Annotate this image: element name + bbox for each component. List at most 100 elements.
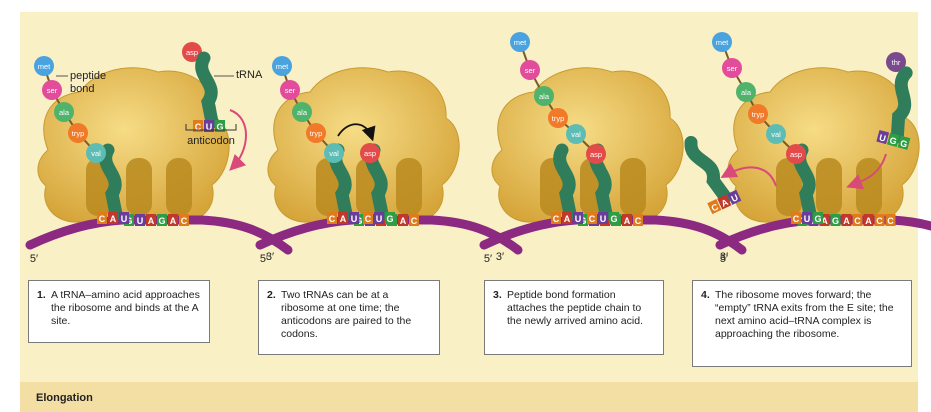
anticodon-base: [108, 212, 118, 224]
amino-acid-ala: [292, 102, 312, 122]
amino-acid-label: tryp: [552, 114, 565, 123]
p-site-trna: [99, 143, 123, 221]
anticodon-base: [897, 135, 911, 150]
amino-acid-ala: [534, 86, 554, 106]
ribosome-site-a: [166, 158, 192, 216]
five-prime-label: 5′: [30, 253, 38, 265]
amino-acid-ala: [736, 82, 756, 102]
anticodon-base-label: G: [888, 135, 897, 146]
anticodon-label: anticodon: [187, 135, 235, 147]
amino-acid-thr: [886, 52, 906, 72]
peptide-bond-label: bond: [70, 83, 94, 95]
amino-acid-label: asp: [590, 150, 602, 159]
amino-acid-asp: [586, 144, 606, 164]
trna-label: tRNA: [236, 69, 263, 81]
anticodon-base: [802, 212, 812, 224]
three-prime-label: 3′: [496, 251, 504, 263]
p-site-trna: [553, 143, 577, 221]
five-prime-label: 5′: [484, 253, 492, 265]
anticodon-bracket: [185, 124, 237, 131]
anticodon-base-label: C: [99, 214, 106, 224]
anticodon-base-label: A: [340, 214, 347, 224]
anticodon-base-label: U: [376, 214, 383, 224]
anticodon-base: [385, 212, 395, 224]
caption-number: 2.: [267, 289, 276, 301]
codon-base: [168, 214, 178, 226]
caption-text: A tRNA–amino acid approaches the ribosom…: [51, 289, 200, 327]
codon-base: [633, 214, 643, 226]
caption-text: Two tRNAs can be at a ribosome at one ti…: [281, 289, 412, 340]
amino-acid-label: ser: [727, 64, 738, 73]
peptide-bond-label: peptide: [70, 70, 106, 82]
codon-base: [135, 214, 145, 226]
codon-base: [398, 214, 408, 226]
codon-base: [157, 214, 167, 226]
codon-base-label: A: [148, 216, 155, 226]
amino-acid-label: met: [716, 38, 729, 47]
amino-acid-label: thr: [892, 58, 901, 67]
mrna-strand: [715, 215, 931, 250]
amino-acid-label: ala: [59, 108, 70, 117]
anticodon-base-label: C: [553, 214, 560, 224]
caption-number: 4.: [701, 289, 710, 301]
anticodon-base: [587, 212, 597, 224]
amino-acid-label: asp: [364, 149, 376, 158]
codon-base: [179, 214, 189, 226]
anticodon-base: [204, 120, 214, 132]
anticodon-base-label: C: [710, 201, 721, 213]
ribosome-site-p: [126, 158, 152, 216]
caption-number: 1.: [37, 289, 46, 301]
caption-panel-3: 3. Peptide bond formation attaches the p…: [484, 280, 664, 355]
amino-acid-asp: [786, 144, 806, 164]
anticodon-base: [338, 212, 348, 224]
anticodon-base: [349, 212, 359, 224]
anticodon-base: [886, 132, 900, 147]
panel-1: 5′3′GUAGACCAUmetseralatrypvalpeptidebond…: [25, 42, 293, 265]
anticodon-base-label: C: [195, 122, 202, 132]
amino-acid-ala: [54, 102, 74, 122]
anticodon-base-label: G: [610, 214, 617, 224]
anticodon-base: [813, 212, 823, 224]
codon-base: [874, 214, 885, 226]
amino-acid-label: ser: [285, 86, 296, 95]
ribosome-site-a: [620, 158, 646, 216]
anticodon-base-label: U: [600, 214, 607, 224]
amino-acid-label: ser: [525, 66, 536, 75]
anticodon-base: [215, 120, 225, 132]
amino-acid-tryp: [548, 108, 568, 128]
codon-base-label: G: [832, 216, 839, 226]
anticodon-base: [707, 199, 722, 215]
anticodon-base-label: G: [216, 122, 223, 132]
amino-acid-label: tryp: [752, 110, 765, 119]
anticodon-base: [363, 212, 373, 224]
amino-acid-label: ala: [297, 108, 308, 117]
ribosome-site-a: [396, 158, 422, 216]
anticodon-base: [609, 212, 619, 224]
anticodon-base: [327, 212, 337, 224]
anticodon-base: [717, 194, 732, 210]
codon-base: [409, 214, 419, 226]
five-prime-label: 5′: [260, 253, 268, 265]
codon-base-label: A: [865, 216, 872, 226]
exiting-trna: [684, 135, 732, 204]
anticodon-base: [193, 120, 203, 132]
anticodon-base-label: U: [804, 214, 811, 224]
amino-acid-ser: [520, 60, 540, 80]
codon-base: [622, 214, 632, 226]
caption-text: The ribosome moves forward; the “empty” …: [715, 289, 894, 340]
anticodon-base: [876, 129, 890, 145]
anticodon-base: [791, 212, 801, 224]
codon-base-label: A: [170, 216, 177, 226]
anticodon-base-label: U: [730, 192, 740, 204]
codon-base: [841, 214, 852, 226]
section-title: Elongation: [36, 392, 93, 404]
codon-base-label: A: [843, 216, 850, 226]
amino-acid-label: met: [276, 62, 289, 71]
anticodon-base: [551, 212, 561, 224]
codon-base: [830, 214, 841, 226]
codon-base-label: A: [821, 216, 828, 226]
anticodon-base: [573, 212, 583, 224]
amino-acid-label: tryp: [310, 129, 323, 138]
amino-acid-label: asp: [790, 150, 802, 159]
